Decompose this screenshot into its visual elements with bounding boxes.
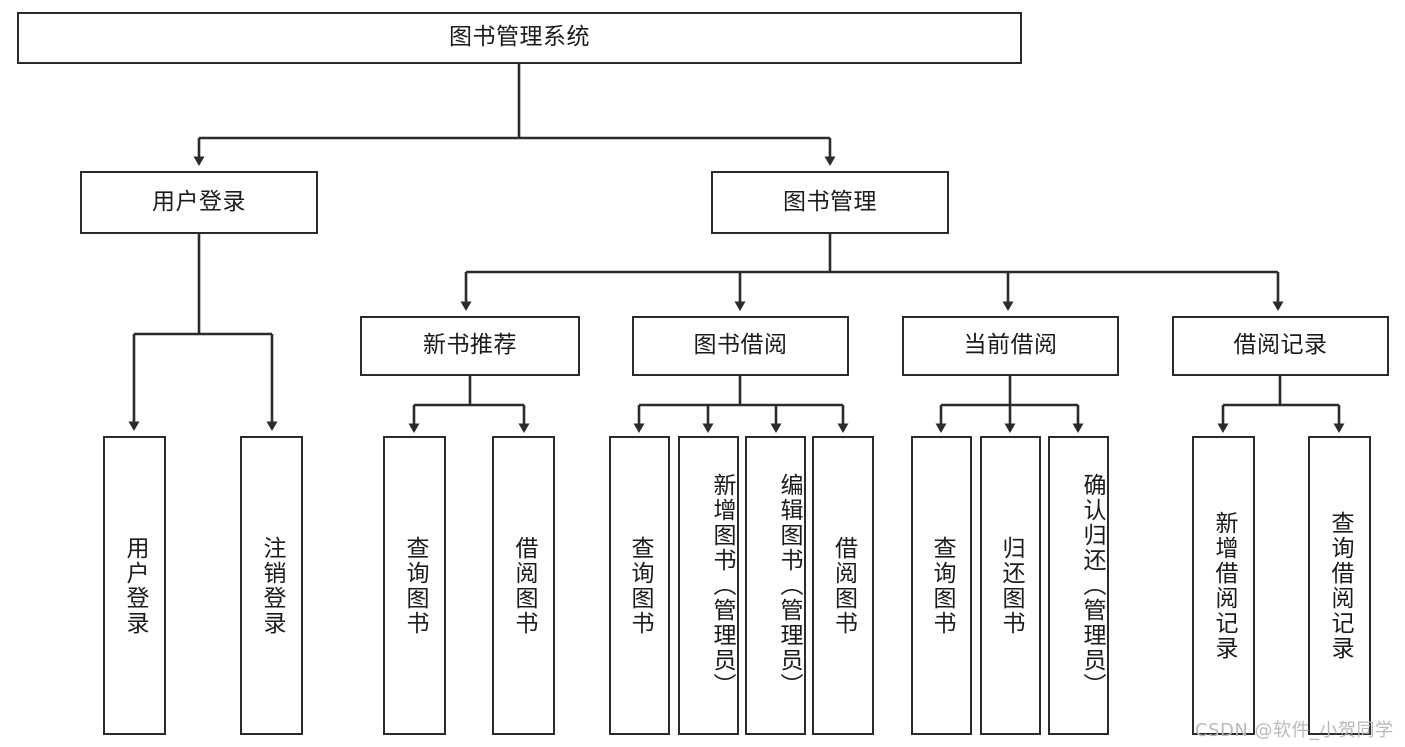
node-label: 借阅图书 bbox=[830, 535, 857, 636]
node-label: 借阅记录 bbox=[1233, 332, 1328, 359]
csdn-watermark: CSDN @软件_小贺同学 bbox=[1195, 716, 1394, 742]
leaf-query-borrow-record[interactable]: 查询借阅记录 bbox=[1308, 436, 1371, 735]
node-label: 新增图书（管理员） bbox=[709, 473, 735, 698]
leaf-user-login[interactable]: 用户登录 bbox=[103, 436, 166, 735]
node-label: 注销登录 bbox=[259, 535, 286, 636]
node-current-borrow[interactable]: 当前借阅 bbox=[902, 316, 1119, 376]
leaf-logout-login[interactable]: 注销登录 bbox=[240, 436, 303, 735]
node-label: 编辑图书（管理员） bbox=[776, 473, 802, 698]
node-label: 查询借阅记录 bbox=[1327, 510, 1354, 661]
node-user-login[interactable]: 用户登录 bbox=[80, 171, 318, 234]
node-label: 图书借阅 bbox=[693, 332, 788, 359]
leaf-add-book-admin[interactable]: 新增图书（管理员） bbox=[678, 436, 739, 735]
node-new-book-recommend[interactable]: 新书推荐 bbox=[360, 316, 580, 376]
node-root-system[interactable]: 图书管理系统 bbox=[17, 12, 1022, 64]
node-label: 查询图书 bbox=[627, 535, 654, 636]
node-label: 用户登录 bbox=[152, 188, 246, 215]
node-label: 图书管理 bbox=[783, 188, 877, 215]
leaf-return-book[interactable]: 归还图书 bbox=[980, 436, 1041, 735]
node-label: 当前借阅 bbox=[963, 332, 1058, 359]
node-borrow-records[interactable]: 借阅记录 bbox=[1172, 316, 1389, 376]
node-label: 新增借阅记录 bbox=[1211, 510, 1238, 661]
node-label: 新书推荐 bbox=[423, 332, 517, 359]
leaf-query-book-current[interactable]: 查询图书 bbox=[911, 436, 972, 735]
node-book-management[interactable]: 图书管理 bbox=[711, 171, 949, 234]
node-book-borrow[interactable]: 图书借阅 bbox=[632, 316, 849, 376]
node-label: 归还图书 bbox=[998, 535, 1025, 636]
watermark-text: CSDN @软件_小贺同学 bbox=[1195, 720, 1394, 741]
leaf-borrow-book[interactable]: 借阅图书 bbox=[812, 436, 874, 735]
leaf-add-borrow-record[interactable]: 新增借阅记录 bbox=[1192, 436, 1255, 735]
leaf-query-book-new[interactable]: 查询图书 bbox=[383, 436, 446, 735]
leaf-borrow-book-new[interactable]: 借阅图书 bbox=[492, 436, 555, 735]
leaf-edit-book-admin[interactable]: 编辑图书（管理员） bbox=[745, 436, 806, 735]
node-label: 查询图书 bbox=[402, 535, 429, 636]
node-label: 用户登录 bbox=[122, 535, 149, 636]
node-label: 图书管理系统 bbox=[449, 24, 590, 51]
node-label: 借阅图书 bbox=[511, 535, 538, 636]
node-label: 查询图书 bbox=[929, 535, 956, 636]
leaf-query-book-borrow[interactable]: 查询图书 bbox=[609, 436, 670, 735]
leaf-confirm-return-admin[interactable]: 确认归还（管理员） bbox=[1048, 436, 1109, 735]
node-label: 确认归还（管理员） bbox=[1079, 473, 1105, 698]
